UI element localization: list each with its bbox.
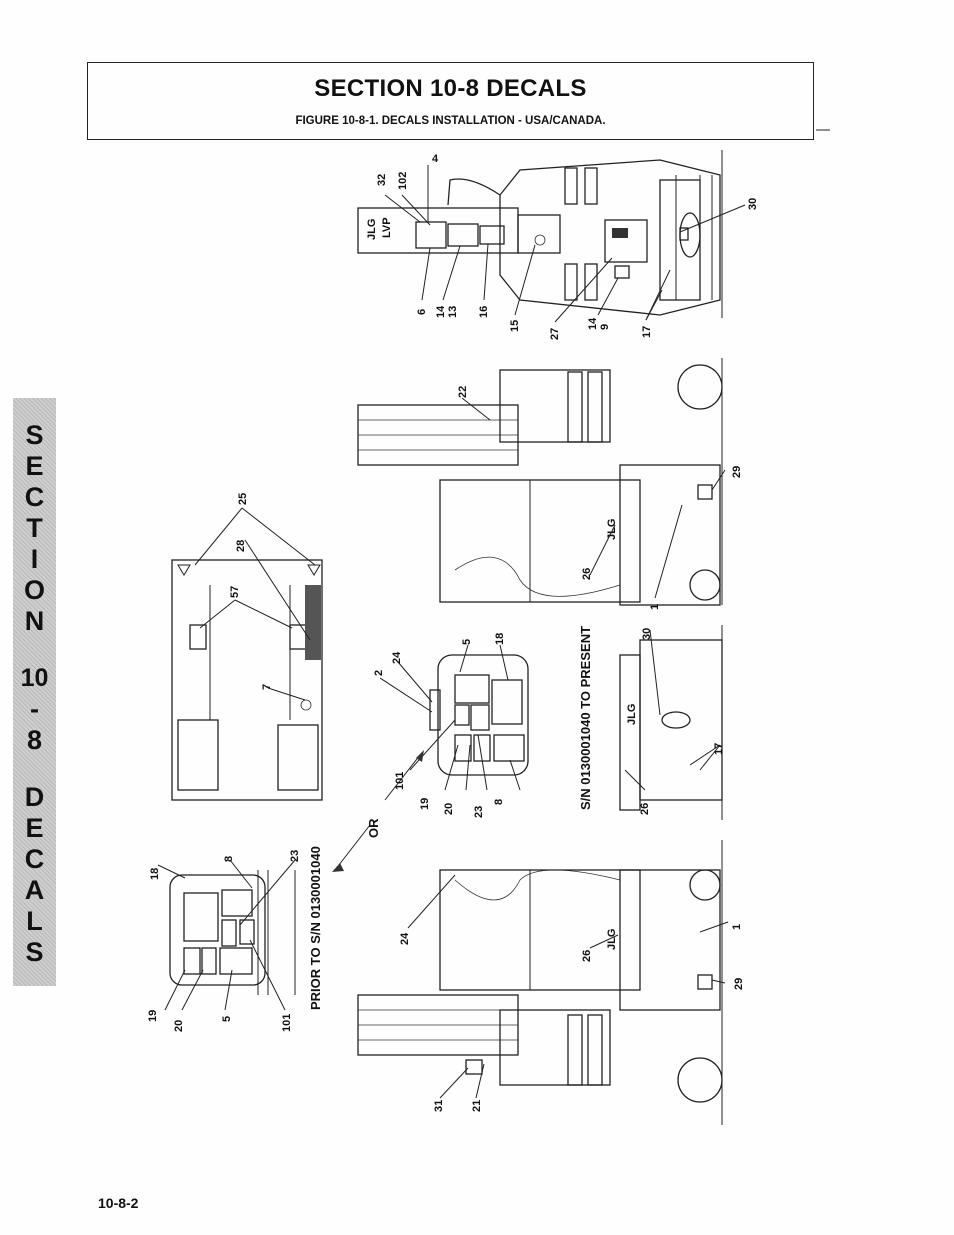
callout-label: 22 <box>457 386 469 398</box>
callout-label: 5 <box>221 1016 233 1022</box>
tab-letter: T <box>26 513 43 543</box>
callout-label: 17 <box>641 326 653 338</box>
callout-label: 21 <box>471 1100 483 1112</box>
callout-label: 102 <box>397 172 409 190</box>
callout-label: 23 <box>289 850 301 862</box>
callout-label: 31 <box>433 1100 445 1112</box>
callout-label: 13 <box>447 306 459 318</box>
callout-label: 8 <box>493 799 505 805</box>
callout-label: 5 <box>461 639 473 645</box>
jlg-logo-mark: JLG <box>606 519 618 540</box>
lvp-model-logo: LVP <box>381 217 393 238</box>
callout-label: 9 <box>599 324 611 330</box>
tab-letter: C <box>24 844 45 874</box>
tab-letter: A <box>24 875 45 905</box>
callout-label: 24 <box>399 932 411 945</box>
callout-label: 2 <box>373 670 385 676</box>
callout-label: 26 <box>639 803 651 815</box>
tab-letter: C <box>24 482 45 512</box>
callout-label: 1 <box>731 924 743 930</box>
tab-letter: O <box>23 575 45 605</box>
callout-label: 20 <box>173 1020 185 1032</box>
control-panel-present: JLG <box>429 625 723 820</box>
tab-letter: D <box>24 782 45 812</box>
tab-letter: E <box>25 813 44 843</box>
tab-letter: N <box>24 606 45 636</box>
tab-letter: 10 <box>20 664 49 692</box>
callout-label: 27 <box>549 328 561 340</box>
tab-letter: - <box>30 694 39 724</box>
callout-label: 29 <box>731 466 743 478</box>
callout-label: 16 <box>478 306 490 318</box>
callout-label: 101 <box>281 1014 293 1032</box>
callout-label: 8 <box>223 856 235 862</box>
tab-letter: E <box>25 451 44 481</box>
tab-letter: S <box>25 420 44 450</box>
section-side-tab: S E C T I O N 10 - 8 D E C A L S <box>13 398 56 986</box>
callout-numbers: 4 32 102 6 14 13 16 15 27 14 9 17 30 22 … <box>147 153 759 1112</box>
callout-label: 14 <box>435 305 447 318</box>
callout-label: 7 <box>261 684 273 690</box>
figure-caption: FIGURE 10-8-1. DECALS INSTALLATION - USA… <box>295 115 606 127</box>
prior-serial-note: PRIOR TO S/N 0130001040 <box>308 846 323 1010</box>
callout-label: 30 <box>641 628 653 640</box>
callout-label: 18 <box>149 868 161 880</box>
jlg-logo-mark: JLG <box>606 929 618 950</box>
section-title: SECTION 10-8 DECALS <box>314 75 587 102</box>
callout-label: 25 <box>237 493 249 505</box>
callout-leaders <box>157 165 746 1099</box>
tab-letter: I <box>30 544 39 574</box>
callout-label: 4 <box>432 153 439 165</box>
callout-label: 29 <box>733 978 745 990</box>
callout-label: 18 <box>494 633 506 645</box>
callout-label: 24 <box>391 651 403 664</box>
figure-header-box: SECTION 10-8 DECALS FIGURE 10-8-1. DECAL… <box>87 62 814 140</box>
rear-view-drawing <box>357 150 723 318</box>
jlg-logo-mark: JLG <box>626 704 638 725</box>
callout-label: 101 <box>394 772 406 790</box>
callout-label: 20 <box>443 803 455 815</box>
or-note: OR <box>366 818 381 838</box>
callout-label: 26 <box>581 950 593 962</box>
callout-label: 19 <box>419 798 431 810</box>
control-panel-prior <box>169 870 296 995</box>
present-serial-note: S/N 0130001040 TO PRESENT <box>578 626 593 810</box>
callout-label: 6 <box>416 309 428 315</box>
tab-letter: L <box>26 906 43 936</box>
tab-letter: S <box>25 937 44 967</box>
jlg-logo-mark: JLG <box>366 219 378 240</box>
callout-label: 1 <box>649 604 661 610</box>
callout-label: 28 <box>235 540 247 552</box>
platform-deck-view <box>171 559 323 801</box>
callout-label: 14 <box>587 317 599 330</box>
callout-label: 26 <box>581 568 593 580</box>
callout-label: 15 <box>509 320 521 332</box>
callout-label: 19 <box>147 1010 159 1022</box>
callout-label: 30 <box>747 198 759 210</box>
callout-label: 32 <box>376 174 388 186</box>
side-view-bottom: JLG <box>357 840 723 1125</box>
callout-label: 57 <box>229 586 241 598</box>
callout-label: 17 <box>713 743 725 755</box>
tab-letter: 8 <box>26 725 43 755</box>
callout-label: 23 <box>473 806 485 818</box>
page-number: 10-8-2 <box>98 1195 139 1211</box>
side-view-top: JLG <box>357 358 723 606</box>
